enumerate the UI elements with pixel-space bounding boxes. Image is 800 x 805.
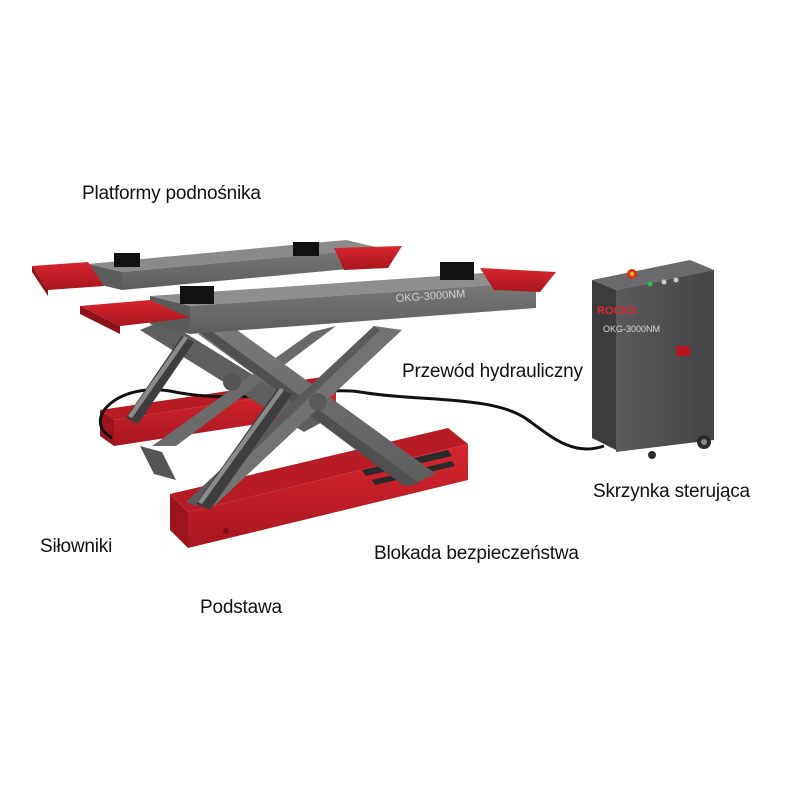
label-hydraulic-hose: Przewód hydrauliczny (402, 361, 583, 382)
lift-pad (114, 253, 140, 267)
lift-pad (440, 262, 474, 280)
box-model-text: OKG-3000NM (603, 324, 660, 334)
label-safety-lock: Blokada bezpieczeństwa (374, 543, 579, 564)
control-box (592, 260, 714, 459)
lift-pad (180, 286, 214, 304)
label-platforms: Platformy podnośnika (82, 183, 261, 204)
front-platform (80, 262, 556, 334)
rear-platform (32, 240, 402, 296)
brand-logo-text: ROCKS (597, 305, 637, 317)
hydraulic-cylinders (126, 336, 292, 510)
label-cylinders: Siłowniki (40, 536, 113, 557)
indicator-light-icon (647, 281, 653, 287)
label-base: Podstawa (200, 597, 282, 618)
label-control-box: Skrzynka sterująca (593, 481, 750, 502)
hydraulic-hose (98, 388, 605, 451)
platform-model-text: OKG-3000NM (395, 288, 465, 305)
lift-pad (293, 242, 319, 256)
handle-icon (676, 346, 690, 356)
